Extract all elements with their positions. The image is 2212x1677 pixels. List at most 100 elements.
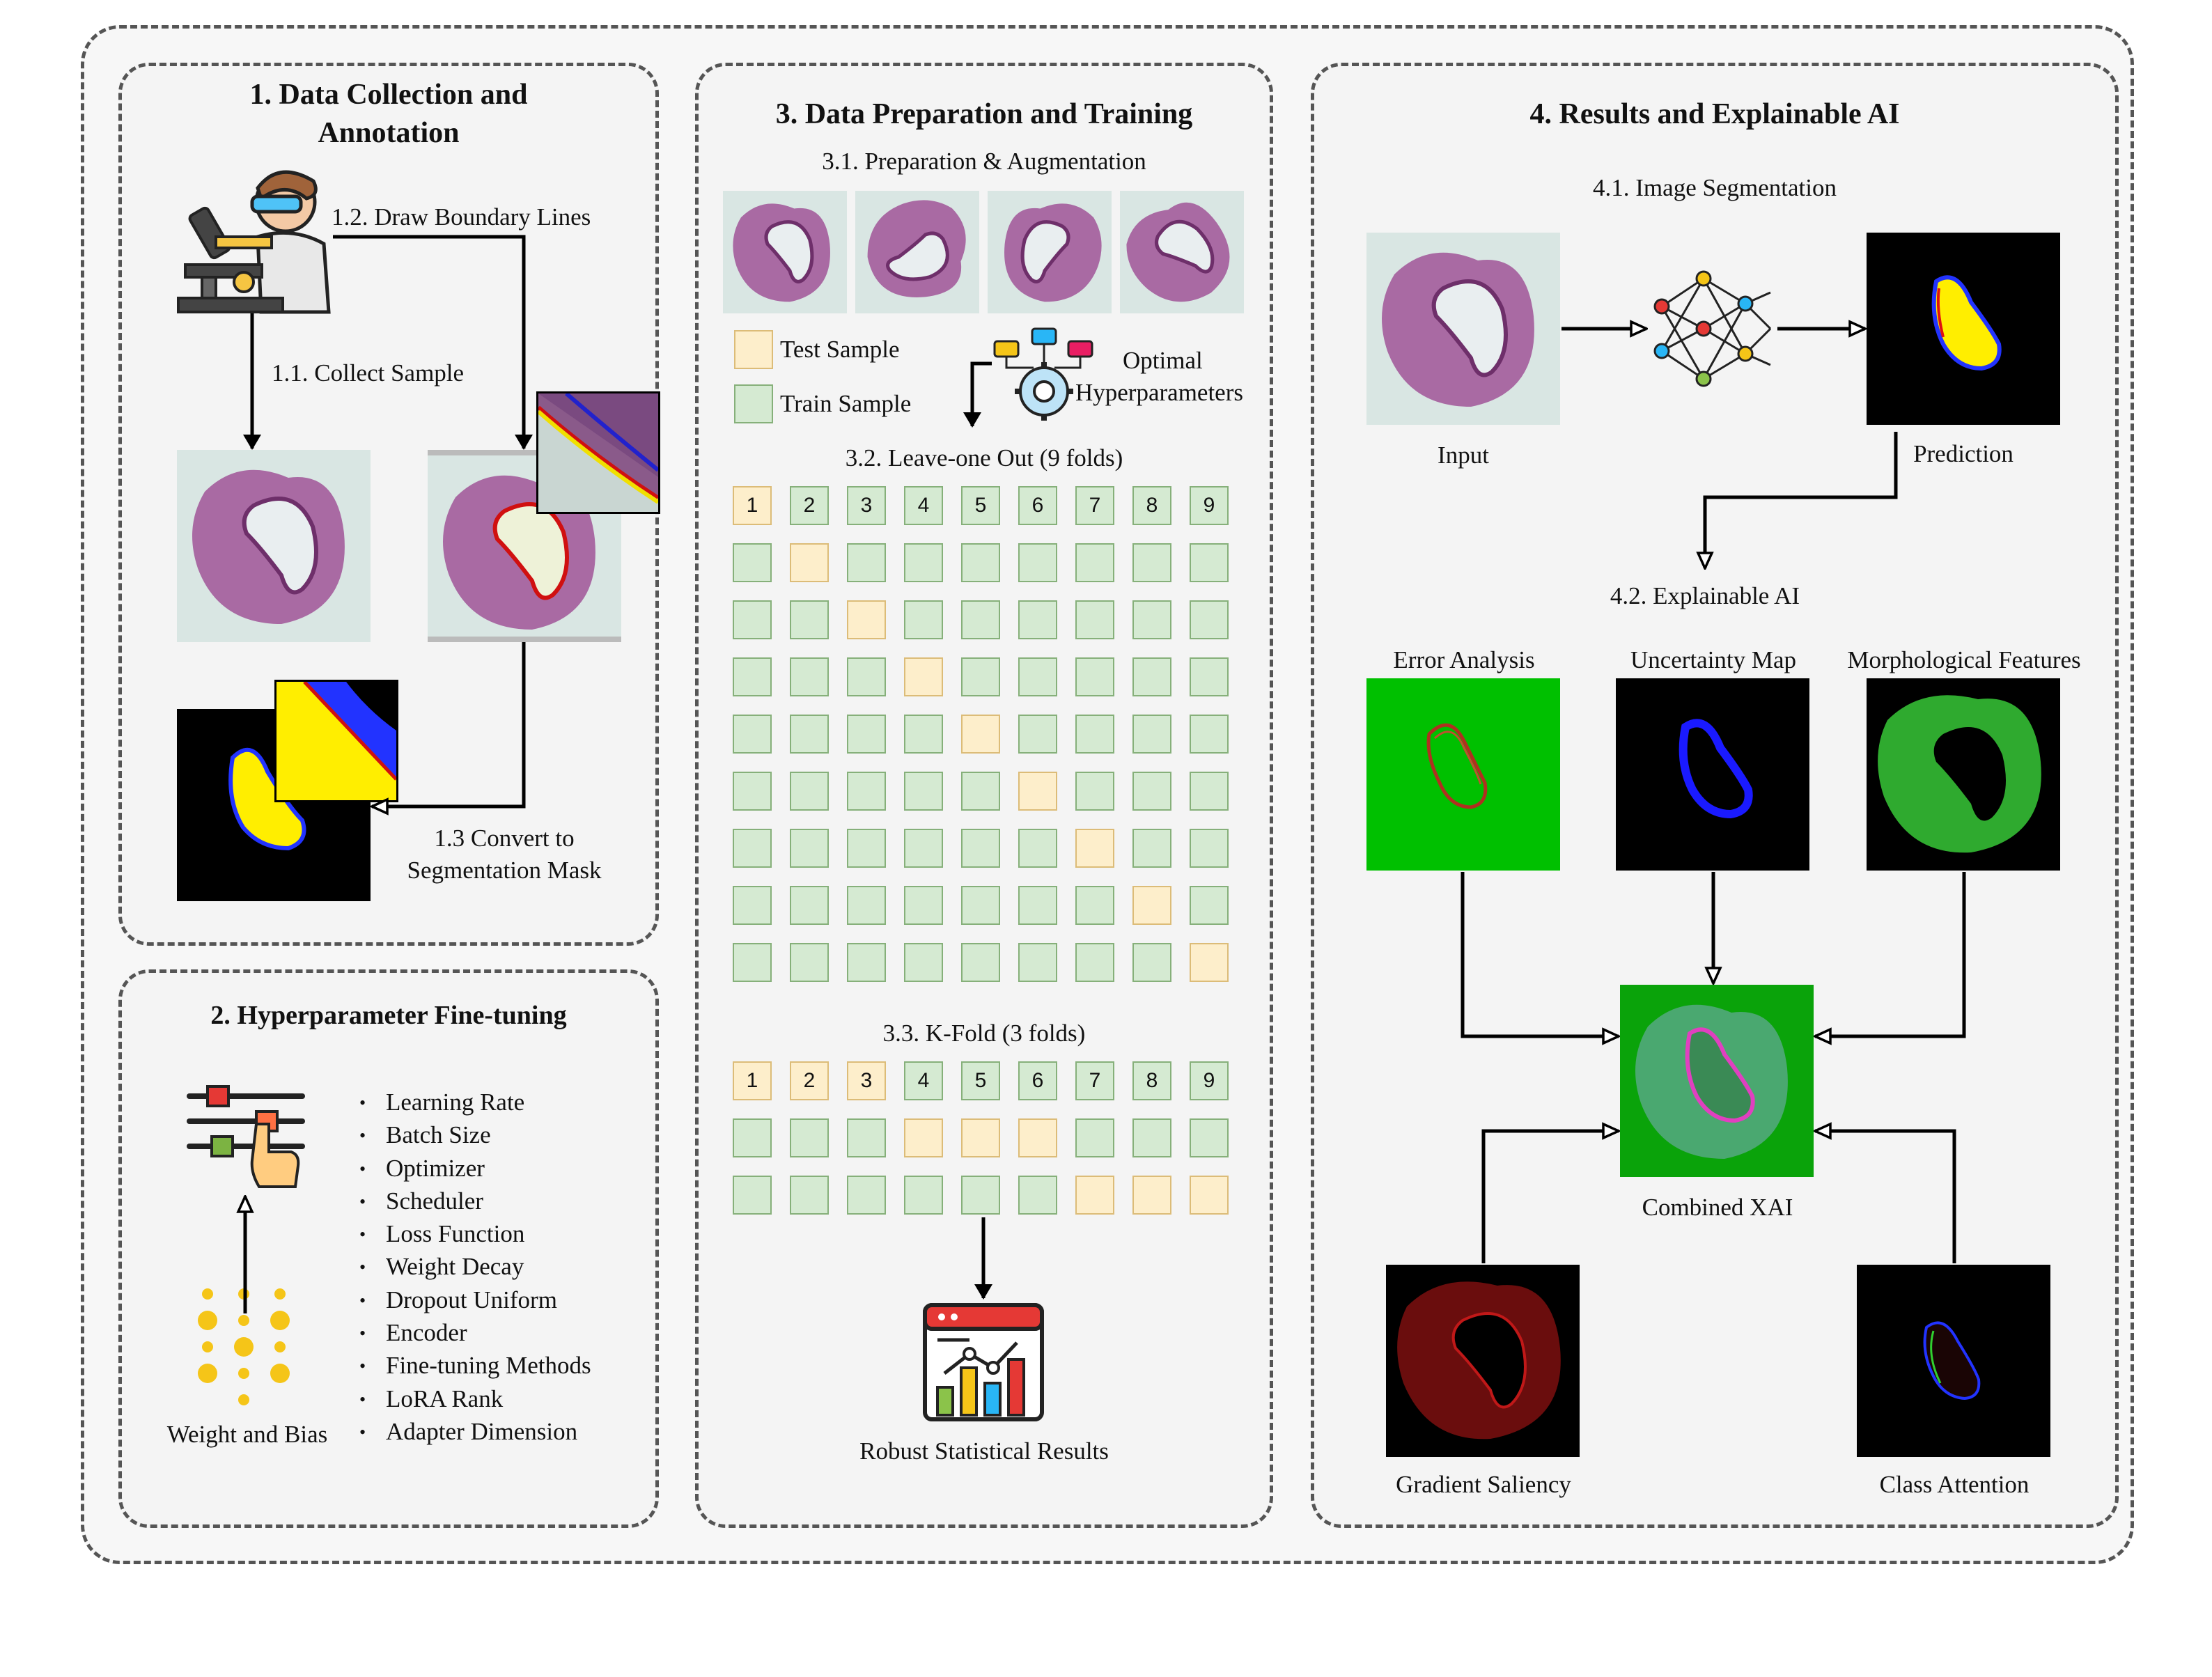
loo-fold-cell [1190, 772, 1229, 811]
hp-item: Optimizer [359, 1153, 591, 1185]
kfold-fold-cell [1190, 1176, 1229, 1215]
hp-item: Dropout Uniform [359, 1284, 591, 1317]
kfold-fold-cell: 5 [961, 1061, 1000, 1100]
loo-fold-cell: 6 [1018, 486, 1057, 525]
loo-fold-cell [1018, 886, 1057, 925]
mask-zoom-inset [274, 680, 398, 802]
kfold-fold-cell [961, 1118, 1000, 1157]
panel1-title-line2: Annotation [318, 117, 460, 149]
loo-fold-cell [790, 943, 829, 982]
kfold-subtitle: 3.3. K-Fold (3 folds) [882, 1020, 1086, 1047]
hp-item: Learning Rate [359, 1086, 591, 1119]
loo-fold-cell [790, 772, 829, 811]
kfold-fold-cell [1018, 1176, 1057, 1215]
weight-bias-label: Weight and Bias [166, 1421, 328, 1448]
loo-fold-cell [1190, 600, 1229, 639]
hp-item: Encoder [359, 1317, 591, 1350]
loo-fold-cell [1190, 543, 1229, 582]
panel4-title: 4. Results and Explainable AI [1529, 98, 1900, 130]
morphological-label: Morphological Features [1847, 646, 2081, 673]
kfold-fold-cell [1075, 1118, 1114, 1157]
loo-fold-cell [904, 772, 943, 811]
loo-fold-cell [961, 886, 1000, 925]
loo-fold-cell [733, 657, 772, 696]
loo-fold-cell [904, 886, 943, 925]
hp-item: Scheduler [359, 1185, 591, 1218]
loo-fold-cell [1132, 886, 1171, 925]
leave-one-out-subtitle: 3.2. Leave-one Out (9 folds) [845, 444, 1123, 471]
loo-fold-cell [1132, 772, 1171, 811]
augmented-image-2 [855, 191, 979, 313]
morphological-image [1867, 678, 2060, 871]
loo-fold-cell [847, 886, 886, 925]
loo-fold-cell: 3 [847, 486, 886, 525]
kfold-fold-cell [1190, 1118, 1229, 1157]
uncertainty-map-label: Uncertainty Map [1630, 646, 1797, 673]
loo-fold-cell [1132, 600, 1171, 639]
loo-fold-cell [904, 829, 943, 868]
loo-fold-cell [961, 600, 1000, 639]
annotated-sample-image [428, 450, 621, 642]
preparation-subtitle: 3.1. Preparation & Augmentation [822, 148, 1146, 175]
loo-fold-cell [1018, 943, 1057, 982]
loo-fold-cell [904, 715, 943, 754]
loo-fold-cell [1075, 943, 1114, 982]
legend-train-label: Train Sample [780, 390, 912, 417]
input-label: Input [1438, 442, 1489, 469]
loo-fold-cell: 5 [961, 486, 1000, 525]
augmented-image-3 [988, 191, 1112, 313]
loo-fold-cell [847, 657, 886, 696]
kfold-fold-cell: 6 [1018, 1061, 1057, 1100]
kfold-fold-cell [1132, 1176, 1171, 1215]
augmented-image-1 [723, 191, 847, 313]
kfold-fold-cell [847, 1118, 886, 1157]
loo-fold-cell [733, 715, 772, 754]
error-analysis-label: Error Analysis [1393, 646, 1535, 673]
loo-fold-cell [1018, 600, 1057, 639]
loo-fold-cell [733, 886, 772, 925]
loo-fold-cell [1075, 886, 1114, 925]
image-segmentation-subtitle: 4.1. Image Segmentation [1593, 174, 1837, 201]
loo-fold-cell [1190, 943, 1229, 982]
loo-fold-cell [1018, 657, 1057, 696]
loo-fold-cell: 7 [1075, 486, 1114, 525]
loo-fold-cell [904, 657, 943, 696]
loo-fold-cell [904, 943, 943, 982]
draw-boundary-label: 1.2. Draw Boundary Lines [332, 203, 591, 231]
collected-sample-image [177, 450, 371, 642]
loo-fold-cell [790, 657, 829, 696]
class-attention-label: Class Attention [1879, 1471, 2030, 1498]
loo-fold-cell [847, 600, 886, 639]
statistics-chart-icon [923, 1303, 1044, 1421]
loo-fold-cell [1132, 943, 1171, 982]
loo-fold-cell [1190, 715, 1229, 754]
kfold-fold-cell: 3 [847, 1061, 886, 1100]
kfold-fold-cell: 7 [1075, 1061, 1114, 1100]
hyperparameter-list: Learning Rate Batch Size Optimizer Sched… [359, 1086, 591, 1449]
prediction-image [1867, 233, 2060, 425]
hp-item: Adapter Dimension [359, 1416, 591, 1449]
kfold-fold-cell [1075, 1176, 1114, 1215]
loo-fold-cell [1075, 600, 1114, 639]
sliders-hand-icon [187, 1085, 305, 1188]
gear-hyperparameters-icon [993, 327, 1093, 421]
neural-network-icon [1653, 270, 1772, 387]
loo-fold-cell [904, 600, 943, 639]
loo-fold-cell [790, 715, 829, 754]
uncertainty-map-image [1616, 678, 1809, 871]
gradient-saliency-label: Gradient Saliency [1396, 1471, 1571, 1498]
convert-label-line2: Segmentation Mask [407, 857, 602, 884]
loo-fold-cell [904, 543, 943, 582]
kfold-fold-cell [961, 1176, 1000, 1215]
error-analysis-image [1366, 678, 1560, 871]
hp-item: LoRA Rank [359, 1383, 591, 1416]
loo-fold-cell [847, 829, 886, 868]
loo-fold-cell [961, 829, 1000, 868]
combined-xai-label: Combined XAI [1642, 1194, 1793, 1221]
loo-fold-cell [733, 543, 772, 582]
panel1-title-line1: 1. Data Collection and [249, 79, 528, 111]
loo-fold-cell [733, 829, 772, 868]
loo-fold-cell: 2 [790, 486, 829, 525]
loo-fold-cell: 4 [904, 486, 943, 525]
loo-fold-cell [847, 543, 886, 582]
